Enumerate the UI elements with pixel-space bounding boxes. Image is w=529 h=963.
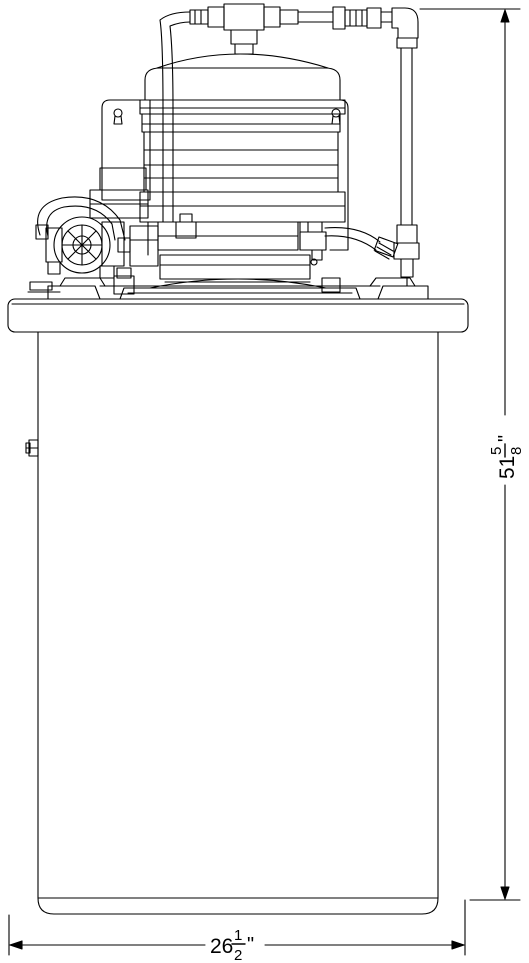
pump-assembly — [27, 167, 197, 293]
height-dimension — [419, 8, 521, 901]
width-value-denominator: 2 — [234, 947, 242, 963]
filter-housing — [139, 53, 346, 280]
height-label: 51 5 8 " — [488, 435, 525, 479]
hose-right — [299, 221, 399, 266]
width-label: 26 1 2 " — [210, 927, 254, 963]
width-value-unit: " — [247, 934, 254, 956]
height-value-whole: 51 — [496, 456, 519, 479]
width-value-numerator: 1 — [234, 927, 242, 944]
hose-left — [159, 11, 191, 223]
mounting-bracket — [101, 99, 349, 251]
tube-right — [393, 47, 420, 287]
tank-lid — [7, 267, 469, 333]
height-value-numerator: 5 — [488, 447, 505, 455]
height-value-unit: " — [495, 435, 517, 442]
width-dimension — [8, 899, 466, 956]
width-value-whole: 26 — [210, 935, 233, 958]
top-tee-assembly — [189, 3, 419, 55]
tank-body — [25, 331, 439, 915]
height-value-denominator: 8 — [508, 447, 525, 455]
